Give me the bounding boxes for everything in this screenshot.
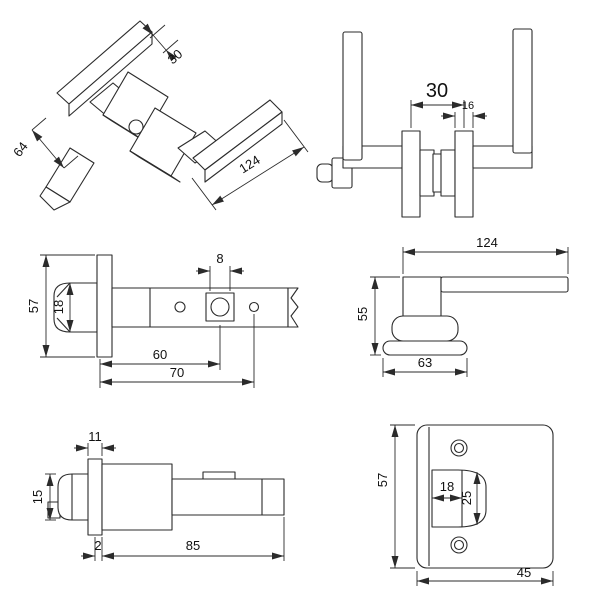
lever-neck-top (402, 276, 442, 317)
dim-label-backset-short: 60 (153, 347, 167, 362)
dim-label-plate-height: 57 (375, 473, 390, 487)
lever-bar-top (440, 276, 569, 293)
latch-bolt-chamfer (39, 186, 71, 211)
dim-label-spindle-hole: 8 (216, 251, 223, 266)
latch-plan-view: 11 15 2 85 (30, 429, 285, 561)
dim-label-opening-height: 25 (459, 491, 474, 505)
faceplate (96, 254, 113, 358)
latch-tube (171, 478, 285, 516)
dim-label-bolt-width: 15 (30, 490, 45, 504)
dim-label-faceplate-height: 57 (26, 299, 41, 313)
strike-plate-view: 18 25 57 45 (375, 424, 554, 586)
pin-hole (174, 301, 186, 313)
right-lever-grip (512, 28, 533, 154)
rear-lever-front-face (68, 31, 153, 117)
latch-bolt-tip (316, 163, 334, 183)
spindle-hub (128, 119, 144, 135)
dim-label-plate-thickness: 2 (94, 538, 101, 553)
rose-top (391, 315, 459, 342)
screw-hole-bottom (450, 536, 468, 554)
adjust-hole (248, 301, 260, 313)
left-mounting-post (419, 149, 435, 197)
latch-side-view: 18 57 8 60 70 (26, 251, 299, 388)
dim-label-opening-width: 18 (440, 479, 454, 494)
dim-label-bolt-height: 18 (51, 300, 66, 314)
lever-top-view: 124 55 63 (355, 235, 569, 377)
latch-case (101, 463, 173, 531)
dim-label-body-length: 85 (186, 538, 200, 553)
tube-detail (202, 471, 236, 480)
spindle-hole-circle (210, 297, 230, 317)
dim-label-rose-height: 64 (10, 139, 31, 160)
right-rose (454, 130, 474, 218)
front-rose-side (129, 150, 181, 183)
dim-label-plate-width: 45 (517, 565, 531, 580)
dim-label-rose-diameter: 63 (418, 355, 432, 370)
dim-label-rose-spacing: 30 (426, 80, 448, 102)
dim-label-rose-width: 16 (462, 100, 474, 112)
faceplate-plan (87, 458, 103, 536)
latch-opening (431, 469, 487, 528)
strike-plate (416, 424, 554, 569)
dim-label-lever-length: 124 (476, 235, 498, 250)
dim-label-overall-height: 55 (355, 307, 370, 321)
dim-label-backset-long: 70 (170, 365, 184, 380)
spindle-hole-square (205, 292, 235, 322)
latch-body (111, 287, 289, 328)
left-rose (401, 130, 421, 218)
latch-tail (287, 287, 299, 328)
bolt-head (53, 282, 98, 333)
dim-label-head-width: 11 (88, 429, 102, 444)
rose-base (382, 340, 468, 356)
right-mounting-post (440, 149, 456, 197)
screw-hole-top (450, 439, 468, 457)
left-lever-grip (342, 31, 363, 161)
isometric-view: 30 64 124 (10, 20, 309, 211)
front-elevation-view: 30 16 (316, 28, 533, 218)
bolt-head-plan (57, 473, 93, 521)
